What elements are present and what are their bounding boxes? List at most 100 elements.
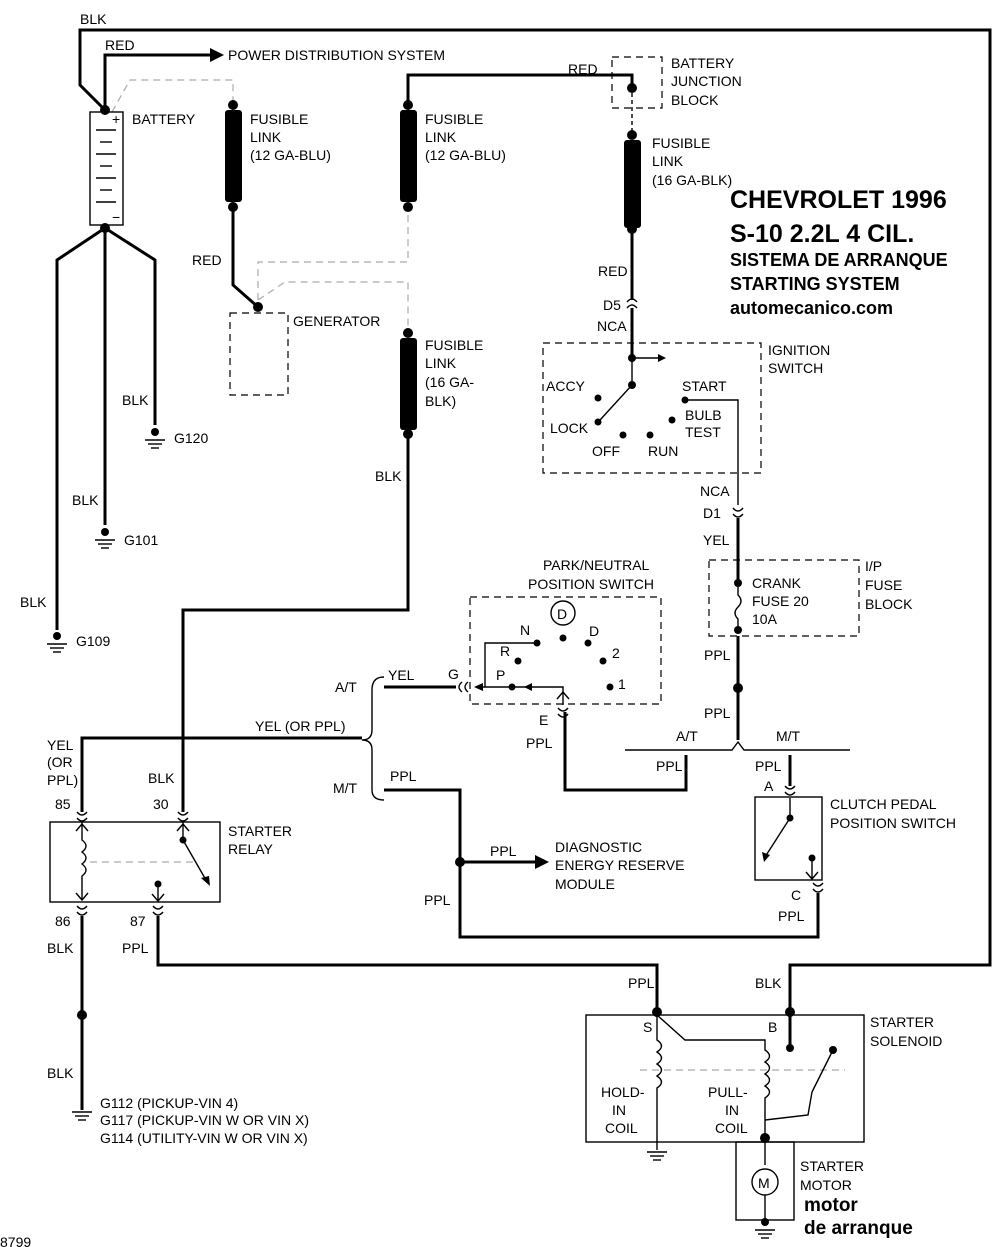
wire-label-blk-g101: BLK bbox=[72, 492, 99, 508]
wire-label-yel-or-ppl: YEL (OR PPL) bbox=[255, 718, 346, 734]
fuse-block-label: BLOCK bbox=[865, 596, 913, 612]
wire-label-ppl-c: PPL bbox=[778, 908, 805, 924]
ignition-switch: ACCY LOCK OFF RUN START BULB TEST IGNITI… bbox=[542, 342, 830, 505]
pn-terminal-e: E bbox=[539, 712, 548, 728]
junction-block-label: BATTERY bbox=[671, 55, 735, 71]
at-label: A/T bbox=[335, 679, 357, 695]
starter-solenoid-label: SOLENOID bbox=[870, 1033, 942, 1049]
fusible-link-4-label: FUSIBLE bbox=[425, 337, 483, 353]
crank-fuse-rating: 10A bbox=[752, 611, 778, 627]
starter-relay-label: RELAY bbox=[228, 841, 274, 857]
junction-block-label: BLOCK bbox=[671, 92, 719, 108]
connector-label-nca: NCA bbox=[597, 318, 627, 334]
hold-in-coil-label: COIL bbox=[605, 1120, 638, 1136]
wire-label-blk-fusible-4: BLK bbox=[375, 468, 402, 484]
ground-label-g117: G117 (PICKUP-VIN W OR VIN X) bbox=[100, 1112, 309, 1128]
battery: + − BATTERY bbox=[89, 105, 196, 233]
wire-label-ppl-left: PPL bbox=[424, 892, 451, 908]
fusible-link-4-gauge: BLK) bbox=[425, 393, 456, 409]
clutch-switch-label: POSITION SWITCH bbox=[830, 815, 956, 831]
ground-label-g109: G109 bbox=[76, 633, 110, 649]
solenoid-terminal-s: S bbox=[643, 1019, 652, 1035]
fusible-link-4-gauge: (16 GA- bbox=[425, 374, 474, 390]
ground-label-g101: G101 bbox=[124, 532, 158, 548]
hold-in-coil-label: IN bbox=[612, 1102, 626, 1118]
ip-fuse-block: CRANK FUSE 20 10A I/P FUSE BLOCK PPL PPL bbox=[704, 558, 913, 740]
relay-pin-86: 86 bbox=[55, 913, 71, 929]
wire-label-red-generator: RED bbox=[192, 252, 222, 268]
starter-motor-label: STARTER bbox=[800, 1158, 864, 1174]
transmission-split-bracket: A/T M/T PPL PPL bbox=[563, 712, 850, 792]
fusible-link-4-label: LINK bbox=[425, 355, 457, 371]
wire-label-ppl-mt: PPL bbox=[390, 768, 417, 784]
starter-solenoid: S B HOLD- IN COIL PULL- IN COIL STARTER … bbox=[585, 1007, 942, 1161]
pull-in-coil-label: IN bbox=[725, 1102, 739, 1118]
diagnostic-energy-reserve-module: PPL DIAGNOSTIC ENERGY RESERVE MODULE PPL bbox=[424, 839, 684, 908]
wire-label-ppl-derm: PPL bbox=[490, 843, 517, 859]
title-english: STARTING SYSTEM bbox=[730, 274, 900, 294]
pn-position-n: N bbox=[520, 622, 530, 638]
park-neutral-position-switch: PARK/NEUTRAL POSITION SWITCH D N R P D 2… bbox=[448, 557, 662, 751]
title-make-year: CHEVROLET 1996 bbox=[730, 186, 947, 214]
fusible-link-1-label: FUSIBLE bbox=[250, 111, 308, 127]
wire-label-ppl-s: PPL bbox=[628, 975, 655, 991]
relay-pin-30: 30 bbox=[153, 796, 169, 812]
pn-drive-symbol: D bbox=[557, 606, 567, 622]
wire-label-yel-85: PPL) bbox=[47, 772, 78, 788]
diagram-code: 8799 bbox=[0, 1234, 31, 1247]
fusible-link-2-label: LINK bbox=[425, 129, 457, 145]
connector-d1: NCA D1 YEL bbox=[700, 483, 744, 580]
ignition-position-lock: LOCK bbox=[550, 420, 589, 436]
fusible-link-3-gauge: (16 GA-BLK) bbox=[652, 172, 732, 188]
starter-motor-label: MOTOR bbox=[800, 1177, 852, 1193]
pull-in-coil-label: COIL bbox=[715, 1120, 748, 1136]
relay-87-to-solenoid: PPL PPL BLK bbox=[122, 916, 782, 1012]
ignition-switch-label: IGNITION bbox=[768, 342, 830, 358]
battery-junction-block: BATTERY JUNCTION BLOCK bbox=[611, 55, 742, 135]
wire-label-ppl-a: PPL bbox=[755, 758, 782, 774]
power-distribution-label: POWER DISTRIBUTION SYSTEM bbox=[228, 47, 445, 63]
clutch-switch-label: CLUTCH PEDAL bbox=[830, 796, 937, 812]
relay-pin-85: 85 bbox=[55, 796, 71, 812]
wire-label-ppl-e: PPL bbox=[526, 735, 553, 751]
wire-label-blk-ground: BLK bbox=[47, 1065, 74, 1081]
derm-label: DIAGNOSTIC bbox=[555, 839, 642, 855]
sense-dashed-wires bbox=[111, 79, 409, 330]
ignition-position-run: RUN bbox=[648, 443, 678, 459]
pn-position-p: P bbox=[496, 667, 505, 683]
wire-label-ppl-fuse: PPL bbox=[704, 647, 731, 663]
ground-label-g114: G114 (UTILITY-VIN W OR VIN X) bbox=[100, 1130, 308, 1146]
starter-relay: 85 30 BLK 86 87 STARTER RELAY bbox=[49, 770, 292, 929]
pn-switch-label: PARK/NEUTRAL bbox=[543, 557, 650, 573]
fuse-block-label: I/P bbox=[865, 558, 882, 574]
ground-g109: G109 bbox=[47, 632, 110, 653]
pn-position-2: 2 bbox=[612, 645, 620, 661]
wire-label-yel-85: (OR bbox=[47, 754, 73, 770]
main-blk-cable: BLK bbox=[78, 11, 992, 1012]
ignition-position-accy: ACCY bbox=[546, 378, 586, 394]
generator-label: GENERATOR bbox=[293, 313, 380, 329]
fusible-link-3: FUSIBLE LINK (16 GA-BLK) RED bbox=[598, 130, 732, 300]
pn-switch-label: POSITION SWITCH bbox=[528, 576, 654, 592]
wire-label-yel-d1: YEL bbox=[703, 532, 730, 548]
power-distribution-feed: RED POWER DISTRIBUTION SYSTEM bbox=[103, 37, 445, 110]
fusible-link-1-gauge: (12 GA-BLU) bbox=[250, 147, 331, 163]
starter-solenoid-label: STARTER bbox=[870, 1014, 934, 1030]
wire-label-blk-30: BLK bbox=[148, 770, 175, 786]
derm-label: ENERGY RESERVE bbox=[555, 857, 684, 873]
wire-label-red-junction: RED bbox=[568, 61, 598, 77]
relay-pin-87: 87 bbox=[130, 913, 146, 929]
wire-label-blk-g109: BLK bbox=[20, 594, 47, 610]
derm-label: MODULE bbox=[555, 876, 615, 892]
relay-85-feed: YEL A/T M/T YEL (OR PPL) YEL (OR PPL) PP… bbox=[47, 667, 820, 939]
pn-position-1: 1 bbox=[618, 676, 626, 692]
fuse-block-label: FUSE bbox=[865, 577, 902, 593]
pn-position-d: D bbox=[589, 623, 599, 639]
ignition-switch-label: SWITCH bbox=[768, 360, 823, 376]
relay-86-ground: BLK BLK G112 (PICKUP-VIN 4) G117 (PICKUP… bbox=[47, 916, 309, 1146]
fusible-link-2-label: FUSIBLE bbox=[425, 111, 483, 127]
fusible-link-1-label: LINK bbox=[250, 129, 282, 145]
ignition-position-off: OFF bbox=[592, 443, 620, 459]
clutch-pedal-position-switch: A C PPL CLUTCH PEDAL POSITION SWITCH bbox=[754, 778, 956, 924]
